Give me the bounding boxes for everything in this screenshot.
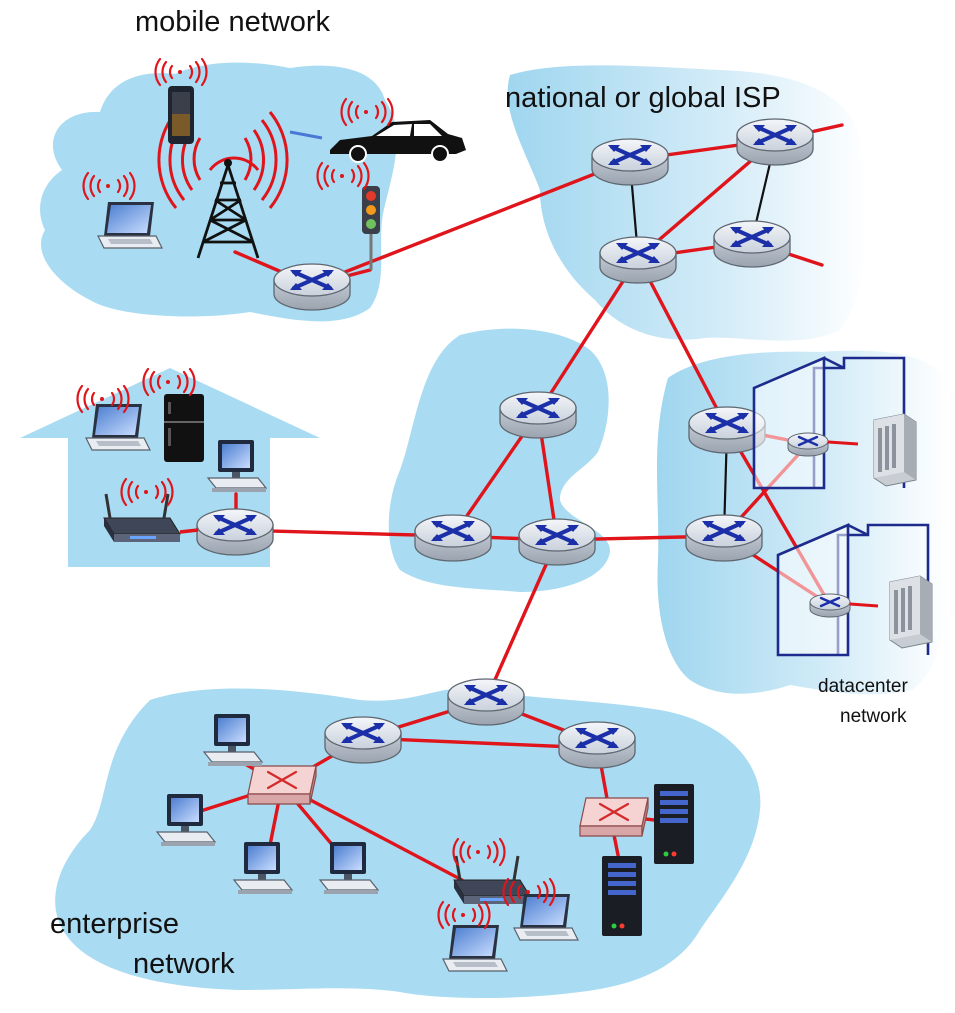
router-icon	[413, 513, 493, 563]
enterprise-label-line1: enterprise	[50, 908, 179, 940]
router-icon	[557, 720, 637, 770]
mobile-network-label: mobile network	[135, 6, 331, 38]
router-icon	[808, 592, 852, 619]
server-rack-icon	[889, 575, 933, 649]
server-rack-icon	[873, 413, 917, 487]
enterprise-label-line2: network	[133, 948, 235, 980]
router-icon	[735, 117, 815, 167]
cell-tower-icon	[157, 111, 289, 259]
router-icon	[446, 677, 526, 727]
datacenter-label-line2: network	[840, 706, 907, 727]
router-icon	[195, 507, 275, 557]
datacenter-label-line1: datacenter	[818, 676, 908, 697]
router-icon	[712, 219, 792, 269]
server-icon	[654, 784, 694, 864]
router-icon	[590, 137, 670, 187]
router-icon	[272, 262, 352, 312]
router-icon	[517, 517, 597, 567]
switch-icon	[246, 764, 318, 806]
isp-label: national or global ISP	[505, 82, 781, 114]
router-icon	[498, 390, 578, 440]
switch-icon	[578, 796, 650, 838]
router-icon	[684, 513, 764, 563]
phone-icon	[168, 86, 194, 144]
traffic-light-icon	[362, 186, 380, 270]
car-icon	[289, 120, 466, 163]
router-icon	[786, 431, 830, 458]
router-icon	[598, 235, 678, 285]
fridge-icon	[164, 394, 204, 462]
server-icon	[602, 856, 642, 936]
router-icon	[323, 715, 403, 765]
